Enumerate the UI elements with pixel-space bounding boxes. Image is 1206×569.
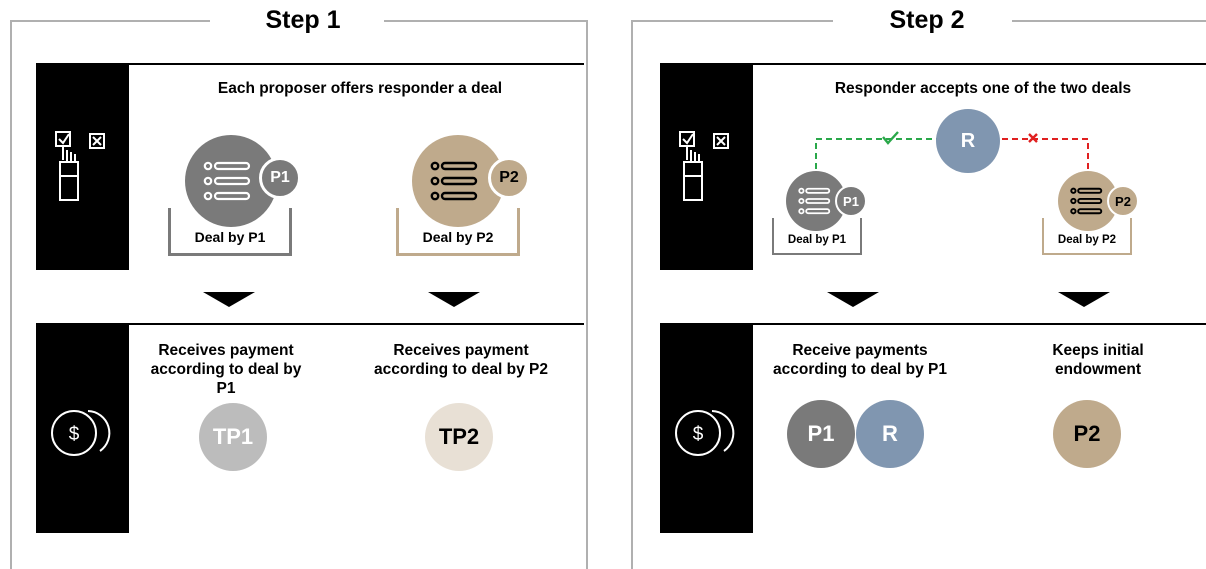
step2-r-circle: R [856,400,924,468]
step2-receive-line1: Receive payments [792,342,928,359]
p2-badge: P2 [488,157,530,199]
p2-deal-label: Deal by P2 [404,229,512,245]
list-document-icon [430,161,478,201]
step1-arrow-p2 [428,292,480,307]
step1-pay-p1-line1: Receives payment [158,342,294,359]
step2-panel: Step 2 Responder accepts one of the two … [624,0,1206,569]
accept-reject-connectors [815,131,1089,179]
p1-small-badge: P1 [835,185,867,217]
step2-accept-sidebar [660,63,753,270]
step2-title: Step 2 [864,6,990,35]
step1-pay-p1-line2: according to deal by P1 [150,361,302,397]
step2-keep-line1: Keeps initial [1052,342,1144,359]
step1-pay-p2-line1: Receives payment [393,342,529,359]
step2-arrow-p2 [1058,292,1110,307]
step1-offer-block: Each proposer offers responder a deal P1… [36,63,584,270]
step1-frame-top-right [384,20,588,22]
hand-checkbox-icon [55,131,105,201]
hand-checkbox-icon [679,131,729,201]
step2-payment-block: $ Receive payments according to deal by … [660,323,1206,533]
step2-frame-top-right [1012,20,1206,22]
step2-p2-circle: P2 [1053,400,1121,468]
tp2-circle: TP2 [425,403,493,471]
step1-payment-rule [36,323,584,325]
svg-text:$: $ [693,424,704,445]
step2-payment-rule [660,323,1206,325]
step1-offer-rule [36,63,584,65]
step1-frame-left [10,20,12,569]
step1-arrow-p1 [203,292,255,307]
step2-payment-sidebar: $ [660,323,753,533]
step2-keep-line2: endowment [1054,361,1142,378]
step1-pay-p2-heading: Receives payment according to deal by P2 [362,341,560,379]
step1-title: Step 1 [240,6,366,35]
p2-deal-bracket [396,208,520,256]
list-document-icon [1070,187,1103,215]
step1-offer-sidebar [36,63,129,270]
coins-dollar-icon: $ [675,410,735,456]
step2-accept-rule [660,63,1206,65]
svg-text:$: $ [69,424,80,445]
step1-offer-heading: Each proposer offers responder a deal [217,80,503,97]
step1-payment-sidebar: $ [36,323,129,533]
step1-pay-p1-heading: Receives payment according to deal by P1 [141,341,311,398]
step2-accept-block: Responder accepts one of the two deals R… [660,63,1206,270]
step2-keep-heading: Keeps initial endowment [1036,341,1160,379]
step2-accept-heading: Responder accepts one of the two deals [834,80,1132,97]
step1-pay-p2-line2: according to deal by P2 [374,361,548,378]
p1-small-bracket [772,218,862,255]
p1-deal-bracket [168,208,292,256]
list-document-icon [203,161,251,201]
p2-small-bracket [1042,218,1132,255]
step2-receive-line2: according to deal by P1 [773,361,947,378]
step2-p1-circle: P1 [787,400,855,468]
p2-small-deal-label: Deal by P2 [1048,234,1126,246]
cross-icon [1028,133,1038,143]
check-icon [882,131,899,145]
step2-frame-top-left [631,20,833,22]
coins-dollar-icon: $ [51,410,111,456]
step2-arrow-p1 [827,292,879,307]
step2-frame-left [631,20,633,569]
p1-deal-label: Deal by P1 [176,229,284,245]
step1-frame-right [586,20,588,569]
step1-panel: Step 1 Each proposer offers responder a … [0,0,600,569]
step1-payment-block: $ Receives payment according to deal by … [36,323,584,533]
responder-circle: R [936,109,1000,173]
step2-receive-heading: Receive payments according to deal by P1 [770,341,950,379]
p2-small-badge: P2 [1107,185,1139,217]
tp1-circle: TP1 [199,403,267,471]
p2-deal-circle [412,135,504,227]
p1-small-deal-label: Deal by P1 [778,234,856,246]
step1-frame-top-left [10,20,210,22]
p1-badge: P1 [259,157,301,199]
list-document-icon [798,187,831,215]
